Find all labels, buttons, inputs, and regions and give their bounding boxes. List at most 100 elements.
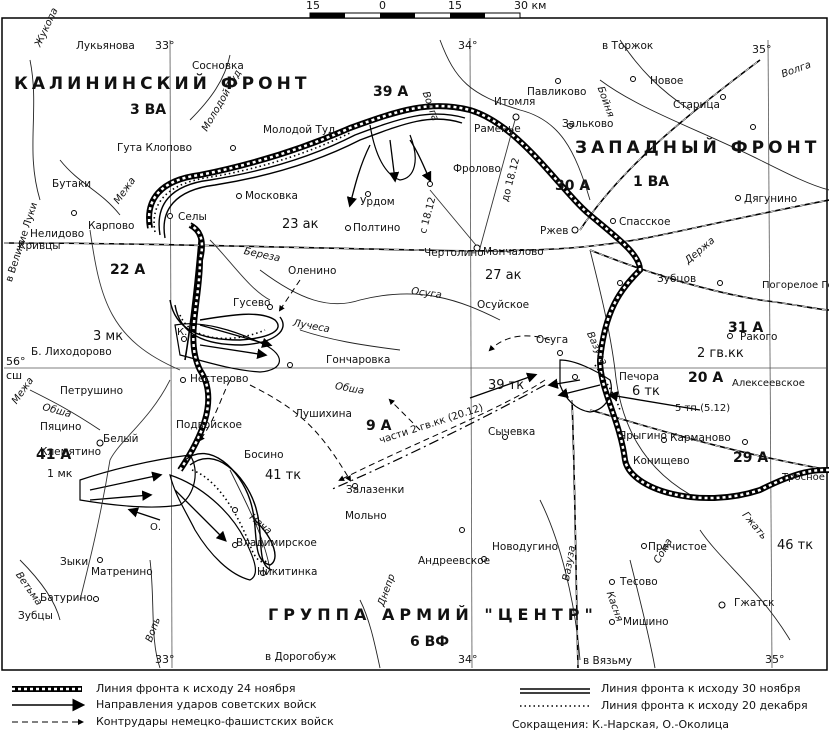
army-29a: 29 А — [733, 450, 769, 466]
corps-46tk: 46 тк — [777, 538, 814, 553]
town-lukyanova: Лукьянова — [76, 40, 135, 52]
legend-front-20-dec: Линия фронта к исходу 20 декабря — [601, 699, 808, 712]
legend-soviet-attacks: Направления ударов советских войск — [96, 698, 317, 711]
town-yarygino: Ярыгино — [619, 430, 667, 442]
grid-lat-sh: сш — [6, 369, 23, 382]
town-zalkovo: Зальково — [562, 118, 614, 130]
scale-label-15-right: 15 — [448, 0, 462, 12]
town-frolovo: Фролово — [453, 163, 501, 175]
town-markers — [71, 76, 756, 625]
town-torzhok: в Торжок — [602, 40, 654, 52]
scale-label-0: 0 — [379, 0, 386, 12]
town-pavlikovo: Павликово — [527, 86, 587, 98]
town-konishchevo: Конищево — [633, 455, 690, 467]
front-line-30-nov — [158, 113, 466, 571]
town-ramenye: Раменье — [474, 123, 521, 135]
town-petrushino: Петрушино — [60, 385, 124, 397]
town-osuga-town: Осуга — [536, 334, 569, 346]
town-guta-klopovo: Гута Клопово — [117, 142, 192, 154]
town-alekseevskoe: Алексеевское — [732, 378, 805, 389]
town-pechora: Печора — [619, 371, 660, 383]
scale-label-15-left: 15 — [306, 0, 320, 12]
legend-front-30-nov: Линия фронта к исходу 30 ноября — [601, 682, 801, 695]
town-tesovo: Тесово — [620, 576, 658, 588]
army-1va: 1 ВА — [633, 174, 670, 190]
army-41a: 41 А — [36, 447, 72, 463]
town-gusevo: Гусево — [233, 297, 271, 309]
grid-lines — [4, 37, 826, 669]
army-9a: 9 А — [366, 418, 392, 434]
town-poltino: Полтино — [353, 222, 401, 234]
corps-39tk: 39 тк — [488, 378, 525, 393]
town-sosnovka: Сосновка — [192, 60, 244, 72]
narskaya-label: О. — [150, 522, 162, 533]
corps-2gvkk: 2 гв.кк — [697, 346, 744, 361]
army-3va: 3 ВА — [130, 102, 167, 118]
town-vladimirskoe: Владимирское — [236, 537, 317, 549]
town-zubtsov: Зубцов — [657, 273, 697, 285]
town-karpovo: Карпово — [88, 220, 135, 232]
grid-35-bottom: 35° — [765, 653, 785, 666]
town-pyatsino: Пяцино — [40, 421, 82, 433]
town-zubtsy: Зубцы — [18, 610, 53, 622]
town-osuyskoe: Осуйское — [477, 299, 530, 311]
town-rzhev: Ржев — [540, 225, 569, 237]
corps-1mk: 1 мк — [47, 467, 73, 480]
western-front-label: ЗАПАДНЫЙ ФРОНТ — [575, 138, 821, 158]
town-kriovtsy: Кривцы — [18, 240, 61, 252]
roads — [79, 119, 516, 601]
army-20a: 20 А — [688, 370, 724, 386]
corps-6tk: 6 тк — [632, 384, 660, 399]
legend-german-counterattacks: Контрудары немецко-фашистских войск — [96, 715, 334, 728]
legend-abbreviations: Сокращения: К.-Нарская, О.-Околица — [512, 718, 729, 731]
corps-23ak: 23 ак — [282, 217, 319, 232]
road-to-dorogobuzh: в Дорогобуж — [265, 651, 337, 663]
army-31a: 31 А — [728, 320, 764, 336]
attack-arrows — [89, 139, 701, 542]
town-monchalovo: Мончалово — [483, 246, 544, 258]
town-rakovo: Ракого — [740, 331, 778, 343]
town-bosino: Босино — [244, 449, 284, 461]
scale-bar — [309, 12, 521, 19]
town-baturino: Батурино — [40, 592, 93, 604]
front-line-20-dec — [153, 131, 621, 563]
town-lushikhina: Лушихина — [295, 408, 352, 420]
army-6vf: 6 ВФ — [410, 634, 450, 650]
grid-34-bottom: 34° — [458, 653, 478, 666]
town-dyagunino: Дягунино — [744, 193, 798, 205]
town-butaki: Бутаки — [52, 178, 92, 190]
town-klemyatino: Клемятино — [40, 446, 102, 458]
town-andreevskoe: Андреевское — [418, 555, 491, 567]
grid-33-bottom: 33° — [155, 653, 175, 666]
legend-symbols — [12, 686, 590, 725]
town-urdom: Урдом — [360, 196, 395, 208]
breakthrough-contours — [79, 124, 612, 581]
town-podvoyskoe: Подвойское — [176, 419, 243, 431]
town-trosnevo: Тросное — [782, 472, 825, 483]
army-22a: 22 А — [110, 262, 146, 278]
town-mishino: Мишино — [623, 616, 669, 628]
town-moskovka: Московка — [245, 190, 298, 202]
grid-33-top: 33° — [155, 39, 175, 52]
town-nikitinka: Никитинка — [257, 566, 318, 578]
legend-front-24-nov: Линия фронта к исходу 24 ноября — [96, 682, 296, 695]
town-matrenino: Матренино — [91, 566, 153, 578]
town-sely: Селы — [178, 211, 207, 223]
cavalry-route — [329, 384, 546, 491]
grid-34-top: 34° — [458, 39, 478, 52]
rivers — [19, 39, 829, 669]
town-spasskoe: Спасское — [619, 216, 671, 228]
town-nelidovo: Нелидово — [30, 228, 85, 240]
town-prechistoe: Пречистое — [648, 541, 707, 553]
army-group-centre-label: ГРУППА АРМИЙ "ЦЕНТР" — [268, 605, 598, 624]
town-zyki: Зыки — [60, 556, 89, 568]
town-sychevka: Сычевка — [488, 426, 536, 438]
town-zalazenki: Залазенки — [346, 484, 405, 496]
okolitsa-label: К. — [177, 327, 188, 338]
town-staritsa: Старица — [673, 99, 720, 111]
town-olenino: Оленино — [288, 265, 337, 277]
grid-lat-56: 56° — [6, 355, 26, 368]
town-molodoy-tud: Молодой Туд — [263, 124, 336, 136]
